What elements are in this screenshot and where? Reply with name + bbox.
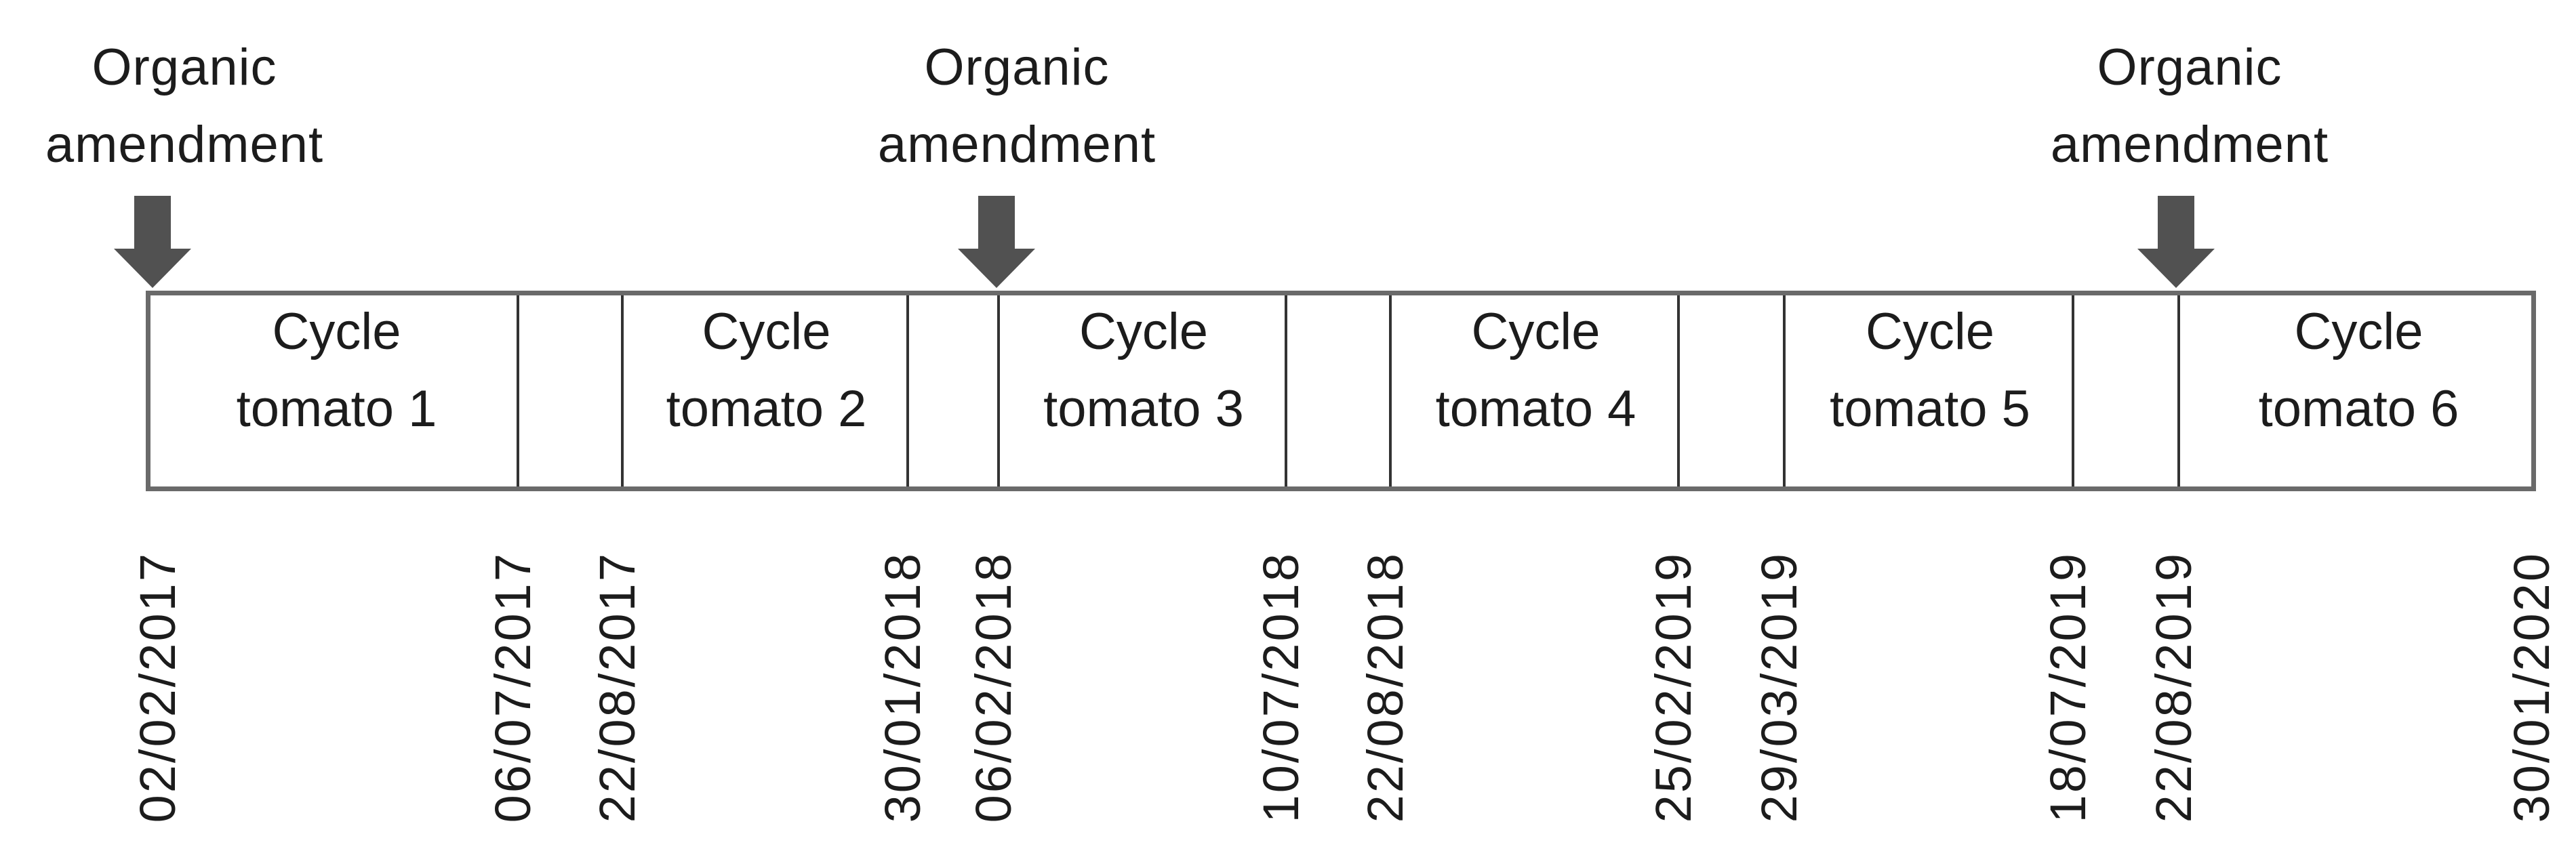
- cycle-segment-3: Cycle tomato 3: [1001, 295, 1286, 486]
- amendment-label-line1: Organic: [92, 39, 277, 96]
- amendment-label-line2: amendment: [45, 116, 324, 173]
- amendment-label-line1: Organic: [2097, 39, 2282, 96]
- organic-amendment-annotation-1: Organic amendment: [0, 42, 388, 171]
- cycle-divider: [517, 295, 519, 486]
- cycle-label-line1: Cycle: [702, 303, 831, 360]
- amendment-label-line2: amendment: [2050, 116, 2329, 173]
- date-label: 22/08/2018: [1357, 551, 1413, 823]
- cycle-label-line1: Cycle: [272, 303, 401, 360]
- amendment-label-line1: Organic: [924, 39, 1110, 96]
- cycle-divider: [2177, 295, 2180, 486]
- date-label: 22/08/2019: [2146, 551, 2202, 823]
- cycle-label-line1: Cycle: [2294, 303, 2423, 360]
- cycle-label-line2: tomato 1: [236, 380, 437, 438]
- cycle-divider: [2072, 295, 2074, 486]
- date-label: 18/07/2019: [2040, 551, 2096, 823]
- cycle-divider: [1783, 295, 1786, 486]
- down-arrow-icon: [2137, 196, 2215, 288]
- date-label: 10/07/2018: [1253, 551, 1309, 823]
- date-label: 06/02/2018: [965, 551, 1022, 823]
- cycle-label-line1: Cycle: [1079, 303, 1209, 360]
- amendment-label-line2: amendment: [877, 116, 1156, 173]
- cycle-label-line2: tomato 2: [666, 380, 867, 438]
- cycle-divider: [906, 295, 909, 486]
- cycle-divider: [1285, 295, 1287, 486]
- cycle-divider: [1389, 295, 1392, 486]
- down-arrow-icon: [958, 196, 1035, 288]
- cycle-segment-1: Cycle tomato 1: [155, 295, 518, 486]
- cycle-label-line2: tomato 6: [2258, 380, 2459, 438]
- timeline-bar: Cycle tomato 1 Cycle tomato 2 Cycle toma…: [146, 291, 2536, 491]
- date-label: 02/02/2017: [129, 551, 186, 823]
- cycle-segment-4: Cycle tomato 4: [1393, 295, 1678, 486]
- cycle-divider: [997, 295, 1000, 486]
- cycle-divider: [621, 295, 624, 486]
- cycle-label-line2: tomato 3: [1043, 380, 1244, 438]
- cycle-label-line1: Cycle: [1471, 303, 1601, 360]
- cycle-label-line2: tomato 5: [1830, 380, 2030, 438]
- organic-amendment-annotation-3: Organic amendment: [1986, 42, 2393, 171]
- cycle-divider: [1677, 295, 1680, 486]
- cycle-label-line1: Cycle: [1865, 303, 1995, 360]
- organic-amendment-annotation-2: Organic amendment: [813, 42, 1220, 171]
- date-label: 06/07/2017: [485, 551, 541, 823]
- cycle-segment-6: Cycle tomato 6: [2181, 295, 2536, 486]
- down-arrow-icon: [114, 196, 191, 288]
- cycle-segment-2: Cycle tomato 2: [625, 295, 908, 486]
- date-label: 22/08/2017: [589, 551, 645, 823]
- date-label: 25/02/2019: [1645, 551, 1702, 823]
- cycle-segment-5: Cycle tomato 5: [1787, 295, 2073, 486]
- date-label: 30/01/2018: [874, 551, 931, 823]
- date-label: 30/01/2020: [2503, 551, 2560, 823]
- cycle-label-line2: tomato 4: [1435, 380, 1636, 438]
- date-label: 29/03/2019: [1751, 551, 1807, 823]
